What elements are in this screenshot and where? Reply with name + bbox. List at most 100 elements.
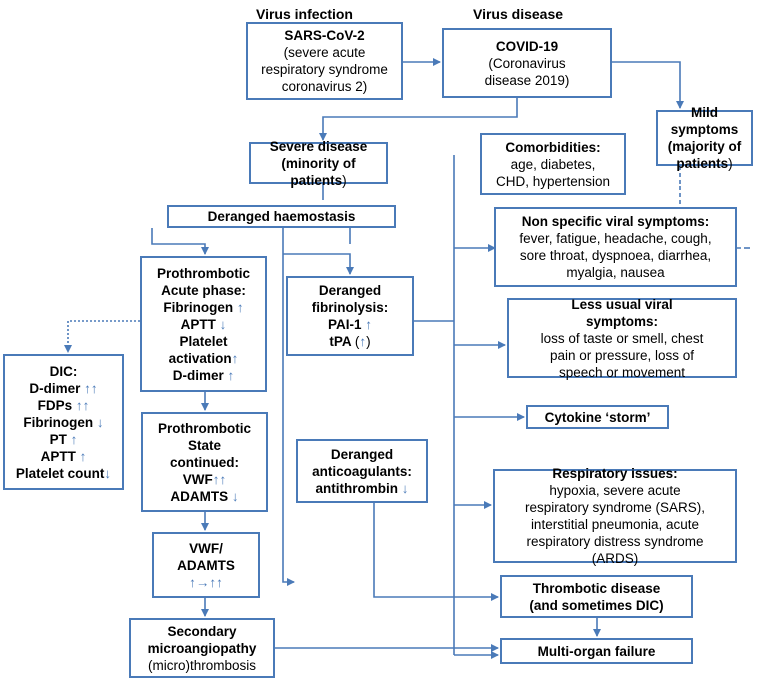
dic-ddimer: D-dimer: [29, 380, 81, 396]
nonspecific-line2: sore throat, dyspnoea, diarrhea,: [519, 248, 712, 263]
link-proacute-dic: [64, 320, 140, 353]
link-haemostasis-fibrinolysis: [283, 228, 350, 274]
sars-line3: coronavirus 2): [281, 79, 368, 94]
sars-line2: respiratory syndrome: [261, 62, 388, 77]
mild-line2: symptoms: [670, 122, 739, 137]
vwf-arrows-icon: ↑→↑↑: [189, 574, 223, 590]
node-deranged-anticoagulants: Deranged anticoagulants: antithrombin ↓: [296, 439, 428, 503]
comorb-line2: CHD, hypertension: [495, 173, 611, 189]
covid-line1: (Coronavirus: [488, 55, 566, 71]
arrow-down-icon: ↓: [104, 465, 112, 481]
node-comorbidities: Comorbidities: age, diabetes, CHD, hyper…: [480, 133, 626, 195]
secondary-line3: (micro)thrombosis: [147, 657, 256, 673]
sars-line1: (severe acute: [283, 45, 366, 60]
fibrinolysis-tpa: tPA: [329, 334, 352, 349]
double-arrow-up-icon: ↑↑: [75, 397, 90, 413]
double-arrow-up-icon: ↑↑: [212, 471, 227, 487]
node-vwf-adamts: VWF/ ADAMTS ↑→↑↑: [152, 532, 260, 598]
node-dic: DIC: D-dimer ↑↑ FDPs ↑↑ Fibrinogen ↓ PT …: [3, 354, 124, 490]
node-nonspecific-symptoms: Non specific viral symptoms: fever, fati…: [494, 207, 737, 287]
node-less-usual-symptoms: Less usual viral symptoms: loss of taste…: [507, 297, 737, 380]
proacute-platelet: Platelet: [179, 333, 228, 349]
respiratory-line4: respiratory distress syndrome: [526, 534, 704, 549]
nonspecific-line1: fever, fatigue, headache, cough,: [519, 231, 712, 246]
respiratory-line2: respiratory syndrome (SARS),: [524, 500, 706, 515]
thrombotic-line1: Thrombotic disease: [532, 580, 661, 596]
arrow-up-icon: ↑: [79, 448, 87, 464]
proacute-line2: Acute phase:: [161, 282, 246, 298]
anticoag-line1: Deranged: [330, 446, 394, 462]
arrow-down-icon: ↓: [231, 488, 239, 504]
arrow-down-icon: ↓: [96, 414, 104, 430]
arrow-up-icon: ↑: [359, 334, 367, 349]
fibrinolysis-line1: Deranged: [318, 283, 382, 298]
proacute-ddimer: D-dimer: [172, 367, 224, 383]
node-covid-19: COVID-19 (Coronavirus disease 2019): [442, 28, 612, 98]
fibrinolysis-line2: fibrinolysis:: [311, 300, 389, 315]
respiratory-line3: interstitial pneumonia, acute: [530, 517, 700, 532]
respiratory-line1: hypoxia, severe acute: [549, 483, 681, 498]
vwf-line1: VWF/: [189, 540, 223, 556]
link-anticoag-thrombotic: [373, 503, 454, 598]
mild-line3: (majority of: [667, 139, 742, 154]
link-haemostasis-proacute: [151, 228, 209, 255]
respiratory-line5: (ARDS): [591, 551, 639, 566]
arrow-up-icon: ↑: [70, 431, 78, 447]
thrombotic-line2: (and sometimes DIC): [529, 597, 664, 613]
lessusual-line3: speech or movement: [558, 364, 686, 380]
node-thrombotic-disease: Thrombotic disease (and sometimes DIC): [500, 575, 693, 618]
node-sars-cov-2: SARS-CoV-2 (severe acute respiratory syn…: [246, 22, 403, 100]
link-covid-severe: [319, 98, 518, 141]
fibrinolysis-pai1: PAI-1: [327, 317, 362, 332]
sars-title: SARS-CoV-2: [284, 28, 365, 43]
covid-line2: disease 2019): [484, 72, 570, 88]
header-virus-infection: Virus infection: [256, 6, 353, 22]
node-mild-symptoms: Mild symptoms (majority of patients): [656, 105, 753, 171]
vwf-line2: ADAMTS: [177, 557, 235, 573]
covid-title: COVID-19: [495, 38, 559, 54]
node-severe-disease: Severe disease (minority of patients): [249, 139, 388, 188]
prostate-line3: continued:: [170, 454, 239, 470]
mild-line4: patients: [676, 156, 729, 171]
proacute-aptt: APTT: [180, 316, 216, 332]
arrow-up-icon: ↑: [227, 367, 235, 383]
dic-fdps: FDPs: [37, 397, 73, 413]
prostate-line2: State: [187, 437, 221, 453]
mild-line1: Mild: [691, 105, 718, 120]
node-secondary-microangiopathy: Secondary microangiopathy (micro)thrombo…: [129, 618, 275, 678]
comorb-line1: age, diabetes,: [510, 156, 596, 172]
header-virus-disease: Virus disease: [473, 6, 564, 22]
respiratory-title: Respiratory issues:: [552, 466, 678, 481]
proacute-fibrinogen: Fibrinogen: [163, 299, 234, 315]
link-haemostasis-anticoag: [282, 228, 295, 586]
nonspecific-line3: myalgia, nausea: [566, 265, 665, 280]
node-respiratory-issues: Respiratory issues: hypoxia, severe acut…: [493, 466, 737, 566]
anticoag-line2: anticoagulants:: [312, 463, 412, 479]
lessusual-line1: loss of taste or smell, chest: [540, 330, 704, 346]
dic-pt: PT: [49, 431, 67, 447]
dic-aptt: APTT: [40, 448, 76, 464]
node-deranged-haemostasis: Deranged haemostasis: [167, 205, 396, 228]
node-prothrombotic-acute: Prothrombotic Acute phase: Fibrinogen ↑ …: [140, 256, 267, 392]
node-multi-organ-failure: Multi-organ failure: [500, 638, 693, 664]
arrow-up-icon: ↑: [231, 350, 239, 366]
prostate-line1: Prothrombotic: [158, 420, 251, 436]
link-mild-nonspecific: [679, 166, 744, 249]
double-arrow-up-icon: ↑↑: [84, 380, 98, 396]
dic-platelet-count: Platelet count: [15, 465, 105, 481]
link-covid-mild: [612, 61, 684, 109]
arrow-down-icon: ↓: [401, 480, 409, 496]
arrow-up-icon: ↑: [236, 299, 244, 315]
prostate-adamts: ADAMTS: [170, 488, 229, 504]
severe-line1: Severe disease: [269, 138, 368, 154]
dic-title: DIC:: [49, 363, 78, 379]
lessusual-title2: symptoms:: [585, 313, 658, 329]
nonspecific-title: Non specific viral symptoms:: [521, 214, 710, 229]
node-cytokine-storm: Cytokine ‘storm’: [526, 405, 669, 429]
severe-line2: (minority of patients: [281, 155, 356, 188]
anticoag-antithrombin: antithrombin: [315, 480, 398, 496]
dic-fibrinogen: Fibrinogen: [23, 414, 94, 430]
prostate-vwf: VWF: [182, 471, 213, 487]
